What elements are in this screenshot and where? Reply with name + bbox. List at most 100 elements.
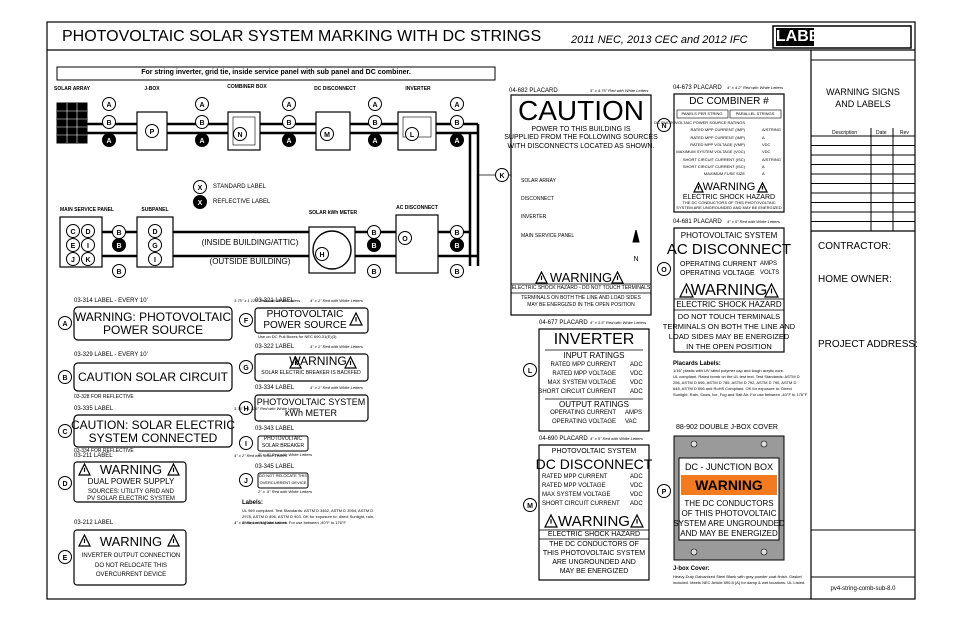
rating-label: MAXIMUM FUSE SIZE (703, 171, 745, 177)
rating-unit: A (762, 171, 765, 177)
logo-pv-box (776, 28, 814, 46)
rating-unit: AMPS (625, 410, 643, 416)
rating-label: RATED MPP VOLTAGE (542, 483, 606, 489)
rating-label: RATED MPP CURRENT (550, 362, 616, 368)
placard-m-title1: PHOTOVOLTAIC SYSTEM (551, 448, 637, 455)
placard-m-foot: ARE UNGROUNDED AND (552, 559, 636, 566)
rating-unit: VDC (630, 371, 643, 377)
rating-label: SHORT CIRCUIT CURRENT (542, 501, 620, 507)
logo-pv: PV LABELS (750, 28, 840, 45)
marker-letter: M (324, 132, 330, 139)
rating-unit: VDC (762, 141, 771, 147)
marker-letter: N (237, 132, 242, 139)
marker-letter: K (499, 173, 504, 180)
ac-disconnect-title: AC DISCONNECT (396, 205, 438, 211)
screw-icon (760, 440, 768, 448)
marker-letter: D (85, 229, 90, 236)
rating-label: RATED MPP CURRENT (IMP) (690, 127, 745, 133)
marker-letter: A (106, 138, 111, 145)
rating-label: OPERATING CURRENT (550, 410, 616, 416)
placard-n-col1-label: PANELS PER STRING (681, 111, 723, 116)
rating-label: MAXIMUM SYSTEM VOLTAGE (VOC) (676, 149, 745, 155)
marker-standard-b (450, 115, 464, 129)
label-d-line1: DUAL POWER SUPPLY (87, 477, 175, 486)
placard-m-hazard-bar (538, 529, 650, 540)
rating-label: SHORT CIRCUIT CURRENT (ISC) (682, 163, 745, 169)
label-size-note: 4" x 3.5" Red with White Letters (590, 320, 647, 325)
marker-standard-b (367, 264, 381, 278)
labels-note-title: Labels: (242, 500, 264, 506)
logo-box (772, 25, 912, 49)
dc-disconnect-title: DC DISCONNECT (314, 86, 356, 92)
marker-letter: B (454, 243, 459, 250)
marker-reflective-a (282, 133, 296, 147)
label-d-box (73, 461, 187, 503)
label-header: 03-329 LABEL - EVERY 10' (74, 352, 148, 358)
placard-k-hazard: ELECTRIC SHOCK HAZARD - DO NOT TOUCH TER… (511, 285, 651, 291)
marker-standard-b (58, 370, 72, 384)
jbox-cover-line: SYSTEM ARE UNGROUNDED (673, 519, 785, 528)
code-references: 2011 NEC, 2013 CEC and 2012 IFC (571, 34, 748, 46)
label-header: 03-212 LABEL (74, 520, 114, 526)
label-size-note: 2" x .5" Red with White Letters (258, 452, 312, 457)
marker-letter: O (402, 236, 408, 243)
label-i-box (257, 435, 309, 452)
sheet-border (46, 21, 916, 600)
rating-label: RATED MPP CURRENT (542, 474, 608, 480)
marker-letter: X (198, 200, 203, 207)
marker-letter: A (106, 102, 111, 109)
marker-reflective-a (368, 133, 382, 147)
marker-standard-d (58, 476, 72, 490)
label-f-box (254, 307, 369, 334)
legend-standard: STANDARD LABEL (213, 184, 266, 190)
rev-col-description: Description (832, 130, 858, 136)
rating-label: SHORT CIRCUIT CURRENT (ISC) (682, 156, 745, 162)
rating-label: DC PHOTOVOLTAIC POWER SOURCE RATINGS (654, 120, 745, 125)
label-header: 03-321 LABEL (255, 298, 295, 304)
marker-standard-j (66, 252, 80, 266)
placard-k-warning: WARNING (549, 270, 613, 285)
rating-unit: VDC (630, 492, 643, 498)
rating-label: RATED MPP VOLTAGE (552, 371, 616, 377)
label-size-note: 3.75" x 1.125" Red with White Letters (234, 298, 301, 303)
marker-standard-m (523, 498, 537, 512)
marker-standard-b (195, 115, 209, 129)
marker-letter: C (70, 229, 75, 236)
marker-letter: A (199, 138, 204, 145)
label-header: 03-322 LABEL (255, 344, 295, 350)
marker-standard-m (320, 127, 334, 141)
marker-standard-j (239, 473, 253, 487)
marker-letter: K (85, 257, 90, 264)
jbox-warning-band (681, 475, 777, 495)
placard-n-foot2: SYSTEM ARE UNGROUNDED AND MAY BE ENERGIZ… (676, 205, 782, 210)
marker-standard-a (282, 97, 296, 111)
marker-letter: B (454, 120, 459, 127)
rating-label: OPERATING CURRENT (680, 261, 757, 268)
solar-array-title: SOLAR ARRAY (53, 86, 91, 92)
placard-m-foot: THE DC CONDUCTORS OF (549, 541, 639, 548)
marker-reflective-a (195, 133, 209, 147)
placard-note-line: Sunlight, Rain, Snow, Ice, Fog and Salt … (673, 392, 808, 397)
label-b-box (73, 362, 233, 392)
label-e-line1: INVERTER OUTPUT CONNECTION (81, 553, 181, 559)
rating-unit: VOLTS (760, 270, 780, 276)
placard-m-box (538, 444, 650, 581)
placard-k-foot2: MAY BE ENERGIZED IN THE OPEN POSITION (527, 302, 635, 308)
placard-n-foot1: THE DC CONDUCTORS OF THIS PHOTOVOLTAIC (682, 200, 776, 205)
rating-unit: A (762, 163, 765, 169)
label-e-warning: WARNING (99, 534, 163, 549)
marker-reflective-a (450, 133, 464, 147)
marker-standard-a (450, 97, 464, 111)
marker-standard-d (148, 224, 162, 238)
north-arrow-icon (632, 229, 640, 243)
placard-m-warning: WARNING (558, 513, 630, 530)
jbox-cover-label (678, 457, 780, 541)
placard-k-sub1: POWER TO THIS BUILDING IS (531, 126, 631, 133)
marker-letter: I (245, 441, 247, 448)
combiner-inner (232, 116, 256, 146)
marker-standard-i (148, 252, 162, 266)
label-e-line2: DO NOT RELOCATE THIS (94, 563, 167, 569)
marker-standard-f (239, 313, 253, 327)
marker-standard-c (66, 224, 80, 238)
